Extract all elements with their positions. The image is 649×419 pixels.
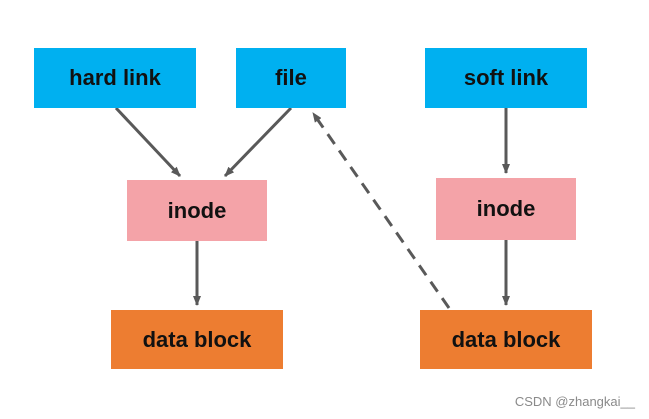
data-block-node-left: data block xyxy=(111,310,283,369)
soft-link-label: soft link xyxy=(463,65,549,90)
watermark-text: CSDN @zhangkai__ xyxy=(514,394,635,409)
soft-link-node: soft link xyxy=(425,48,587,108)
inode-left-label: inode xyxy=(167,197,227,223)
data-block-right-label: data block xyxy=(451,326,561,352)
edge-datablock-to-file-dashed xyxy=(311,112,451,309)
file-node: file xyxy=(236,48,346,108)
inode-node-right: inode xyxy=(436,178,576,240)
edge-file-to-inode xyxy=(223,106,293,178)
data-block-node-right: data block xyxy=(420,310,592,369)
inode-right-label: inode xyxy=(476,196,536,221)
hard-link-label: hard link xyxy=(69,65,161,90)
edge-hardlink-to-inode xyxy=(114,106,182,178)
inode-node-left: inode xyxy=(127,180,267,241)
data-block-left-label: data block xyxy=(142,326,252,352)
hard-link-node: hard link xyxy=(34,48,196,108)
file-label: file xyxy=(275,65,307,90)
